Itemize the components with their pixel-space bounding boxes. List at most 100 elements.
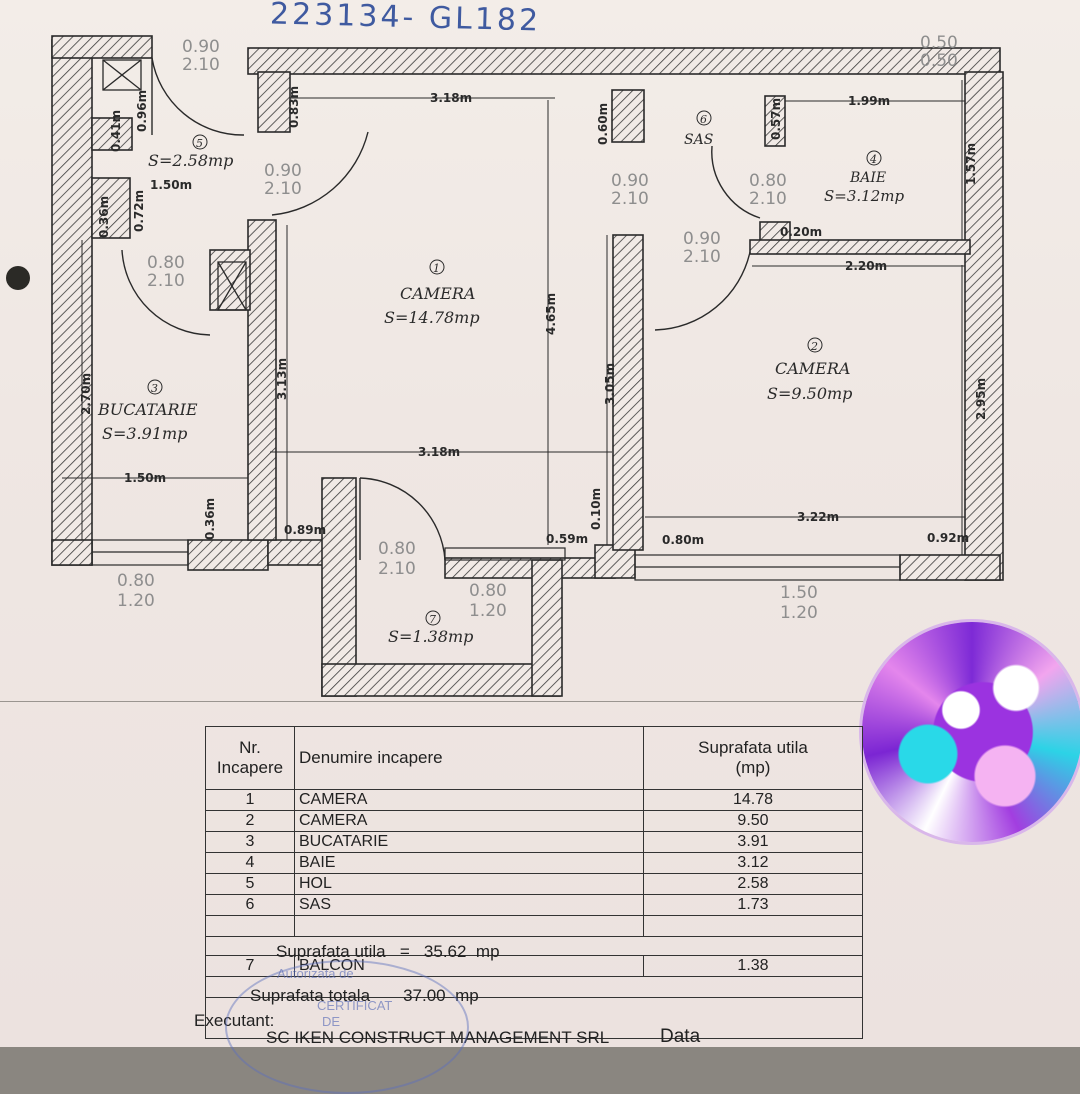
dim-036-bottom: 0.36m [203, 498, 217, 540]
certificate-stamp: Autorizata de CERTIFICAT DE [225, 960, 469, 1094]
door-sizes: 0.90 2.10 0.50 0.50 0.90 2.10 0.90 2.10 … [117, 33, 958, 623]
door-size-top: 0.90 [611, 171, 649, 191]
stamp-text: CERTIFICAT [317, 998, 393, 1013]
door-size-bottom: 2.10 [182, 55, 220, 75]
door-size-bottom: 1.20 [117, 591, 155, 611]
row-nr: 6 [205, 894, 295, 916]
dim-150-top: 1.50m [150, 178, 192, 192]
door-size-top: 0.90 [264, 161, 302, 181]
room-area: S=9.50mp [767, 384, 852, 403]
door-size-top: 0.90 [182, 37, 220, 57]
color-stamp-overlay [862, 622, 1080, 842]
door-size-top: 0.80 [469, 581, 507, 601]
dim-041: 0.41m [109, 110, 123, 152]
row-area: 3.12 [643, 852, 863, 874]
room-area: S=14.78mp [384, 308, 480, 327]
dim-150-bottom: 1.50m [124, 471, 166, 485]
row-name: SAS [294, 894, 644, 916]
binder-hole [6, 266, 30, 290]
dim-465: 4.65m [544, 293, 558, 335]
row-nr: 3 [205, 831, 295, 853]
stamp-text: DE [322, 1014, 341, 1029]
floor-plan: 3.18m 1.99m 1.57m 2.20m 2.95m 3.22m 0.92… [6, 33, 1004, 697]
room-area: S=3.91mp [102, 424, 187, 443]
utila-eq: = [399, 942, 410, 961]
door-size-bottom: 2.10 [378, 559, 416, 579]
balcon-area: 1.38 [643, 955, 863, 977]
door-size-top: 0.90 [683, 229, 721, 249]
door-size-bottom: 0.50 [920, 51, 958, 71]
door-size-bottom: 2.10 [611, 189, 649, 209]
row-name: BUCATARIE [294, 831, 644, 853]
room-area: S=2.58mp [148, 151, 233, 170]
utila-value: 35.62 [423, 942, 467, 961]
room-name: BUCATARIE [97, 400, 198, 419]
dim-220: 2.20m [845, 259, 887, 273]
dim-270: 2.70m [79, 373, 93, 415]
room-number: 3 [151, 382, 158, 395]
dim-305: 3.05m [603, 363, 617, 405]
door-size-top: 0.80 [378, 539, 416, 559]
room-number: 7 [429, 613, 436, 626]
dim-060: 0.60m [596, 103, 610, 145]
table-header-row: Nr. Incapere Denumire incapere Suprafata… [205, 726, 863, 790]
header-name: Denumire incapere [294, 726, 644, 790]
dim-089: 0.89m [284, 523, 326, 537]
dimension-labels: 3.18m 1.99m 1.57m 2.20m 2.95m 3.22m 0.92… [79, 86, 988, 547]
row-nr: 4 [205, 852, 295, 874]
row-area: 9.50 [643, 810, 863, 832]
room-name: CAMERA [400, 284, 475, 303]
row-area: 1.73 [643, 894, 863, 916]
dim-083: 0.83m [287, 86, 301, 128]
dim-010: 0.10m [589, 488, 603, 530]
room-labels: 1 CAMERA S=14.78mp 2 CAMERA S=9.50mp 3 B… [97, 110, 904, 646]
door-size-top: 0.80 [147, 253, 185, 273]
row-name: HOL [294, 873, 644, 895]
door-size-bottom: 2.10 [264, 179, 302, 199]
table-row [205, 915, 863, 937]
header-nr: Nr. Incapere [205, 726, 295, 790]
room-number: 4 [869, 153, 877, 166]
row-nr: 2 [205, 810, 295, 832]
room-name: SAS [684, 132, 713, 148]
dim-080: 0.80m [662, 533, 704, 547]
stamp-text: Autorizata de [277, 966, 354, 981]
room-number: 1 [433, 262, 440, 275]
door-size-bottom: 2.10 [683, 247, 721, 267]
room-name: CAMERA [775, 359, 850, 378]
door-size-top: 0.80 [117, 571, 155, 591]
door-size-top: 1.50 [780, 583, 818, 603]
row-nr: 1 [205, 789, 295, 811]
dimension-lines [62, 80, 965, 555]
room-number: 6 [700, 113, 707, 126]
dim-036-top: 0.36m [97, 196, 111, 238]
dim-096: 0.96m [135, 90, 149, 132]
door-size-top: 0.80 [749, 171, 787, 191]
door-size-bottom: 2.10 [147, 271, 185, 291]
row-name: CAMERA [294, 789, 644, 811]
dim-322: 3.22m [797, 510, 839, 524]
dim-072: 0.72m [132, 190, 146, 232]
utila-label: Suprafata utila [276, 942, 386, 961]
room-name: BAIE [849, 170, 886, 186]
row-nr: 5 [205, 873, 295, 895]
dim-295: 2.95m [974, 378, 988, 420]
data-label: Data [660, 1026, 701, 1047]
door-swings [121, 57, 761, 561]
room-number: 5 [196, 137, 203, 150]
dim-057: 0.57m [769, 98, 783, 140]
dim-059: 0.59m [546, 532, 588, 546]
ducts [102, 59, 247, 311]
row-area: 14.78 [643, 789, 863, 811]
row-area: 2.58 [643, 873, 863, 895]
room-number: 2 [810, 340, 818, 353]
walls [51, 35, 1004, 697]
room-area: S=1.38mp [388, 627, 473, 646]
door-size-bottom: 1.20 [469, 601, 507, 621]
